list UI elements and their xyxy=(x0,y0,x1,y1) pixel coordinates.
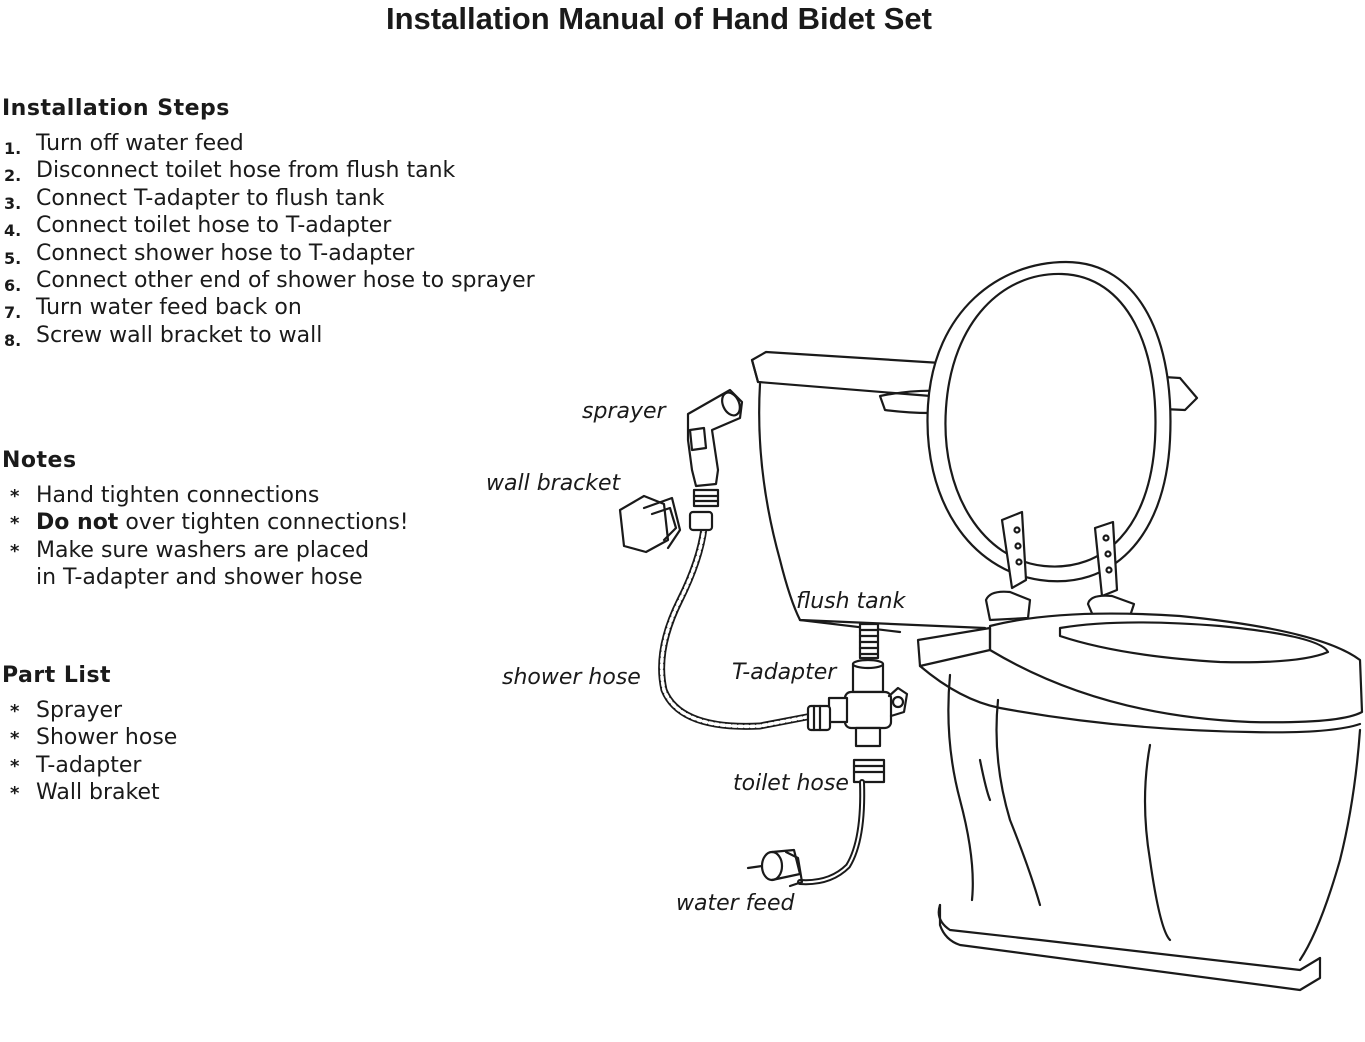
page-title: Installation Manual of Hand Bidet Set xyxy=(386,1,932,36)
step-text: Turn water feed back on xyxy=(36,295,302,321)
toilet-hose-drawing xyxy=(797,758,886,886)
step-text: Connect T-adapter to flush tank xyxy=(36,185,385,211)
bullet-star-icon: * xyxy=(10,783,20,805)
bullet-star-icon: * xyxy=(10,701,20,722)
notes-list: * Hand tighten connections * Do not over t… xyxy=(0,482,409,592)
step-item: 3. Connect T-adapter to flush tank xyxy=(0,185,535,213)
water-feed-valve-drawing xyxy=(746,848,804,888)
part-item: * Wall braket xyxy=(0,779,177,806)
shower-hose-drawing xyxy=(658,524,832,732)
note-text: over tighten connections! xyxy=(118,510,409,536)
label-toilet-hose: toilet hose xyxy=(733,771,849,796)
toilet-lid-drawing xyxy=(926,260,1172,583)
bullet-star-icon: * xyxy=(10,755,20,777)
step-item: 1. Turn off water feed xyxy=(0,130,535,158)
installation-steps-heading: Installation Steps xyxy=(2,96,230,121)
bullet-star-icon: * xyxy=(10,486,20,507)
step-number: 1. xyxy=(4,139,22,158)
step-number: 4. xyxy=(4,221,22,241)
tank-outlet-drawing xyxy=(858,622,880,660)
step-text: Disconnect toilet hose from flush tank xyxy=(36,158,456,184)
label-shower-hose: shower hose xyxy=(502,665,641,690)
step-text: Turn off water feed xyxy=(36,131,244,156)
part-text: Shower hose xyxy=(36,725,178,751)
step-text: Connect other end of shower hose to spra… xyxy=(36,267,535,293)
step-item: 8. Screw wall bracket to wall xyxy=(0,322,535,350)
step-text: Screw wall bracket to wall xyxy=(36,322,323,348)
step-text: Connect shower hose to T-adapter xyxy=(36,240,415,266)
toilet-bowl-drawing xyxy=(916,612,1364,992)
note-text: Make sure washers are placed xyxy=(36,537,370,563)
bullet-star-icon: * xyxy=(10,513,20,535)
part-text: T-adapter xyxy=(36,752,142,778)
part-item: * Sprayer xyxy=(0,697,177,724)
bullet-star-icon: * xyxy=(10,728,20,750)
installation-steps-list: 1. Turn off water feed 2. Disconnect toile… xyxy=(0,130,535,350)
step-number: 8. xyxy=(4,330,22,350)
note-item: * Do not over tighten connections! xyxy=(0,509,409,536)
step-number: 6. xyxy=(4,275,22,295)
part-item: * T-adapter xyxy=(0,752,177,779)
step-item: 6. Connect other end of shower hose to sp… xyxy=(0,267,535,295)
part-text: Wall braket xyxy=(36,780,160,806)
step-item: 2. Disconnect toilet hose from flush tank xyxy=(0,157,535,185)
sprayer-drawing xyxy=(686,388,744,532)
label-sprayer: sprayer xyxy=(582,399,668,424)
note-text-continued: in T-adapter and shower hose xyxy=(36,565,363,591)
step-number: 3. xyxy=(4,193,22,213)
label-t-adapter: T-adapter xyxy=(732,660,838,685)
seat-hinge-drawing xyxy=(984,510,1136,622)
part-list: * Sprayer * Shower hose * T-adapter * Wall b… xyxy=(0,697,177,807)
step-item: 7. Turn water feed back on xyxy=(0,294,535,322)
label-wall-bracket: wall bracket xyxy=(486,471,622,496)
step-text: Connect toilet hose to T-adapter xyxy=(36,213,392,239)
note-text: Hand tighten connections xyxy=(36,483,320,508)
wall-bracket-drawing xyxy=(618,494,682,554)
part-item: * Shower hose xyxy=(0,724,177,751)
step-number: 5. xyxy=(4,248,22,268)
step-number: 7. xyxy=(4,303,22,323)
part-list-heading: Part List xyxy=(2,663,112,688)
step-item: 4. Connect toilet hose to T-adapter xyxy=(0,212,535,240)
label-water-feed: water feed xyxy=(676,891,795,916)
note-emphasis: Do not xyxy=(36,510,119,536)
step-item: 5. Connect shower hose to T-adapter xyxy=(0,240,535,268)
label-flush-tank: flush tank xyxy=(796,589,907,614)
note-item: * Hand tighten connections xyxy=(0,482,409,509)
t-adapter-drawing xyxy=(827,658,909,748)
part-text: Sprayer xyxy=(36,698,123,723)
notes-heading: Notes xyxy=(2,448,77,473)
bullet-star-icon: * xyxy=(10,540,20,562)
step-number: 2. xyxy=(4,166,22,186)
